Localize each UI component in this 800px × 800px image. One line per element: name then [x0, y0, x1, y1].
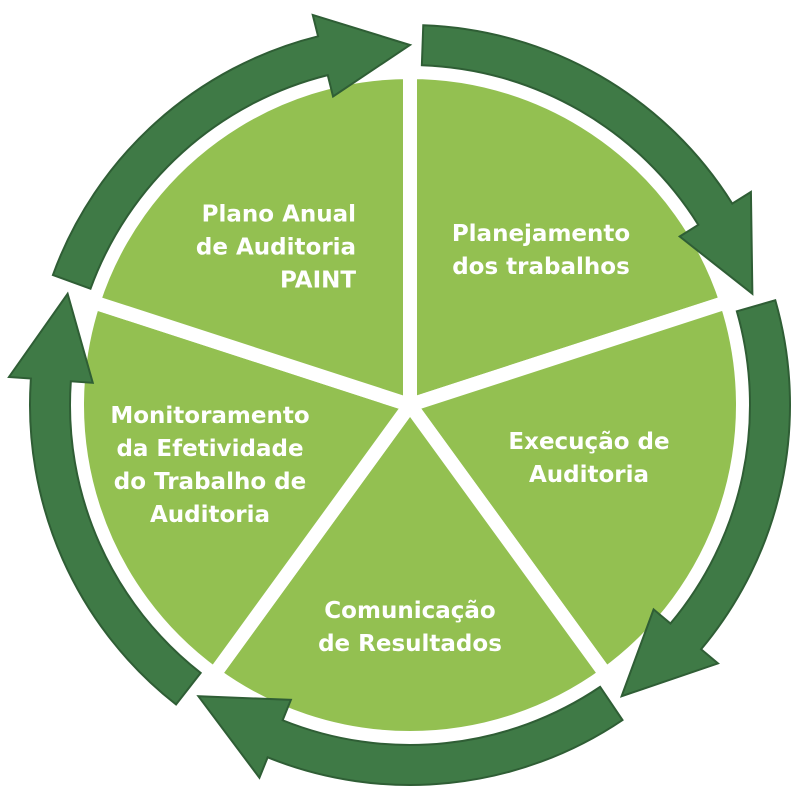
step-execucao: Execução de Auditoria	[508, 426, 669, 492]
cycle-arrow-icon	[7, 291, 203, 706]
step-label-line: Auditoria	[528, 462, 650, 488]
step-label-line: Monitoramento	[110, 403, 310, 429]
step-label-line: Execução de	[508, 429, 670, 455]
cycle-arrow-icon	[51, 13, 413, 290]
step-label-line: Auditoria	[149, 502, 271, 528]
step-label-line: Planejamento	[451, 221, 631, 247]
step-label-line: da Efetividade	[116, 436, 304, 462]
step-label-line: de Resultados	[318, 631, 502, 657]
step-label-line: PAINT	[280, 267, 357, 294]
step-comunicacao: Comunicação de Resultados	[318, 595, 502, 661]
step-planejamento: Planejamento dos trabalhos	[452, 218, 630, 284]
step-label-line: do Trabalho de	[113, 469, 307, 495]
cycle-arrow-icon	[420, 24, 754, 296]
step-label-line: Plano Anual	[201, 201, 357, 228]
cycle-arrow-icon	[196, 685, 624, 786]
step-paint: Plano Anual de Auditoria PAINT	[196, 199, 356, 298]
step-label-line: de Auditoria	[195, 234, 357, 261]
cycle-arrow-icon	[619, 299, 791, 698]
step-label-line: dos trabalhos	[452, 254, 630, 280]
step-label-line: Comunicação	[324, 598, 496, 624]
step-monitoramento: Monitoramento da Efetividade do Trabalho…	[110, 400, 309, 532]
